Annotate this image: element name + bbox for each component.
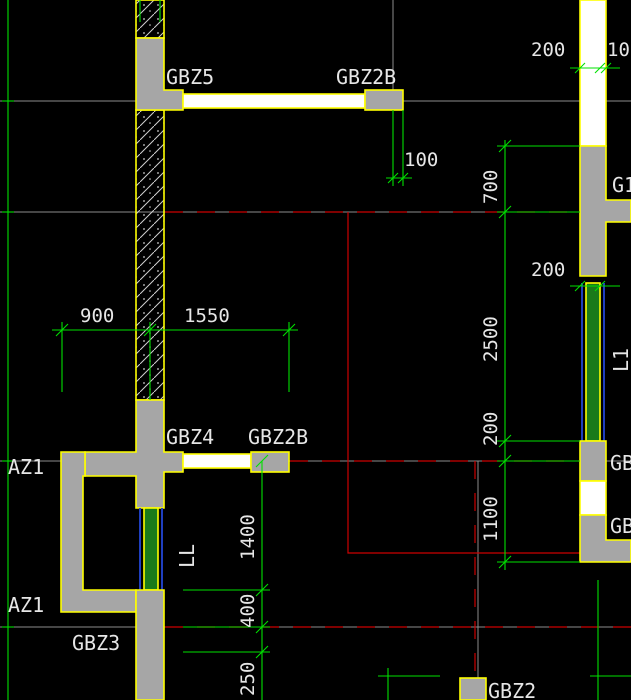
beam-ll-green	[143, 507, 159, 591]
dim-bottom-tick4	[255, 645, 269, 659]
dim-chain-tick2	[498, 205, 512, 219]
label-ll: LL	[175, 544, 199, 568]
dim-label-2500: 2500	[480, 316, 502, 362]
column-gbz2b-mid	[250, 451, 290, 473]
dim-bottom-tick1	[255, 454, 269, 468]
column-az1	[60, 451, 137, 613]
dim-label-200-lower: 200	[480, 412, 502, 446]
label-az1-lower: AZ1	[8, 593, 44, 617]
column-gbz3	[135, 589, 165, 700]
label-gbz3: GBZ3	[72, 631, 120, 655]
column-gbz4	[84, 399, 184, 509]
dim-label-250: 250	[237, 662, 259, 696]
wall-vertical-top	[135, 0, 165, 39]
dim-label-1100: 1100	[480, 496, 502, 542]
opening-right-low	[579, 480, 607, 516]
label-g1-right: G1	[612, 173, 631, 197]
dim-label-700: 700	[480, 170, 502, 204]
label-az1-upper: AZ1	[8, 455, 44, 479]
component-labels: GBZ5 GBZ2B GBZ4 GBZ2B AZ1 AZ1 GBZ3 LL GB…	[8, 65, 631, 700]
hidden-line-frame	[347, 212, 582, 554]
dim-chain-tick1	[498, 139, 512, 153]
dim-label-1550: 1550	[184, 305, 230, 327]
dim-200-top-tick-a	[574, 62, 586, 74]
walls	[60, 0, 631, 700]
dim-chain-tick3	[498, 434, 512, 448]
dim-100-tick-b	[397, 172, 409, 184]
column-right-g1	[579, 145, 631, 277]
dim-chain-tick5	[498, 555, 512, 569]
dim-900-tick-b	[143, 323, 157, 337]
beam-right-green	[585, 282, 601, 442]
dim-label-1400: 1400	[237, 514, 259, 560]
column-gbz5	[135, 37, 184, 111]
label-gbz5: GBZ5	[166, 65, 214, 89]
label-l-right: L1	[609, 348, 631, 372]
column-gbz2b-top	[364, 89, 404, 111]
dim-900-tick-a	[55, 323, 69, 337]
opening-top	[182, 93, 366, 109]
label-gbz2b-mid: GBZ2B	[248, 425, 308, 449]
dim-100-tick-a	[387, 172, 399, 184]
label-gbz2-bottom: GBZ2	[488, 679, 536, 700]
dim-1550-tick	[282, 323, 296, 337]
label-gb-right-upper: GB	[610, 451, 631, 475]
label-gbz4: GBZ4	[166, 425, 214, 449]
dim-label-200-top: 200	[531, 39, 565, 61]
dim-label-200-mid: 200	[531, 259, 565, 281]
dim-label-100-top-right: 100	[607, 39, 631, 61]
dim-200-top-tick-b	[594, 62, 606, 74]
dim-200-mid-tick-b	[594, 280, 606, 292]
column-gbz2-bottom	[459, 677, 487, 700]
dim-chain-tick4	[498, 454, 512, 468]
dim-bottom-tick3	[255, 620, 269, 634]
dim-label-900: 900	[80, 305, 114, 327]
dimension-labels: 200 100 100 700 200 900 1550 2500 200 14…	[80, 39, 631, 696]
dim-200-mid-tick-a	[574, 280, 586, 292]
opening-right-top	[579, 0, 607, 147]
dim-label-400: 400	[237, 594, 259, 628]
dim-label-100-mid: 100	[404, 149, 438, 171]
label-gbz2b-top: GBZ2B	[336, 65, 396, 89]
dim-bottom-tick2	[255, 583, 269, 597]
column-right-gb-upper	[579, 440, 607, 482]
label-gb-right-lower: GB	[610, 514, 631, 538]
opening-mid	[182, 453, 252, 469]
dim-200-top-tick-c	[600, 62, 612, 74]
